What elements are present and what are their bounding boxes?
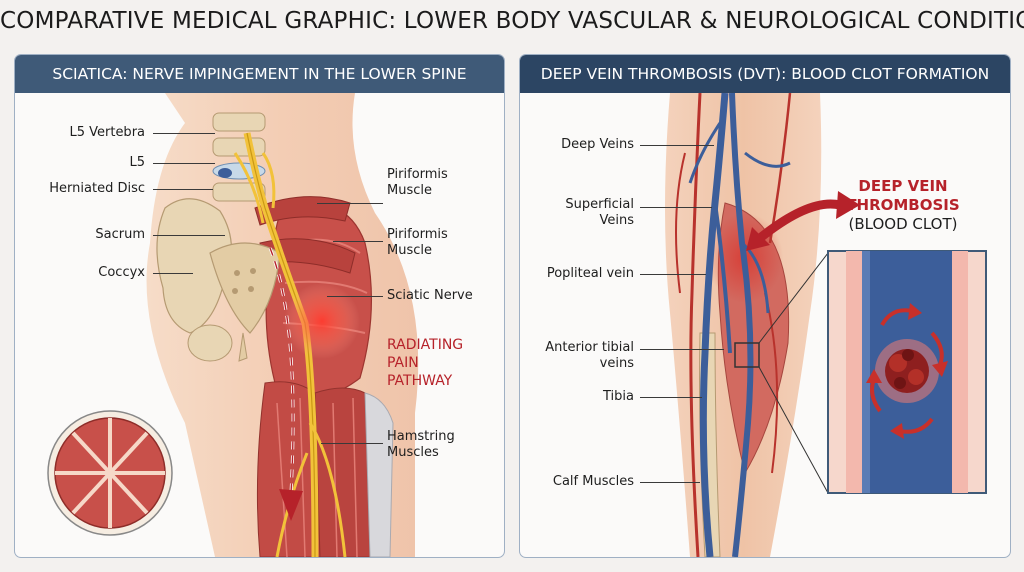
label-sciatic-nerve: Sciatic Nerve [387,288,473,303]
sacrum-bone [209,242,281,334]
vertebra-l5 [212,137,266,157]
label-calf-muscles: Calf Muscles [552,474,634,489]
flow-arrow-2 [930,331,944,366]
label-l5-vertebra: L5 Vertebra [69,125,145,140]
sciatica-panel: SCIATICA: NERVE IMPINGEMENT IN THE LOWER… [14,54,505,558]
ischium [187,324,233,362]
leader-piriformis-2 [333,241,383,243]
leader-coccyx [153,273,193,275]
disc-bulge [218,168,232,178]
sciatica-panel-header: SCIATICA: NERVE IMPINGEMENT IN THE LOWER… [15,55,504,93]
deep-vein-main [699,93,729,557]
leader-anterior-tibial-veins [640,349,724,351]
leader-herniated-disc [153,189,213,191]
dvt-panel: DEEP VEIN THROMBOSIS (DVT): BLOOD CLOT F… [519,54,1011,558]
highlight-box [734,342,760,368]
coccyx-bone [238,332,248,362]
callout-arrow [757,199,842,242]
label-l5: L5 [129,155,145,170]
dvt-illustration [665,93,987,557]
deep-vein-secondary [729,93,754,557]
leader-superficial-veins [640,207,712,209]
pain-hotspot [284,283,360,359]
leader-sciatic-nerve [327,296,383,298]
leader-popliteal-vein [640,274,706,276]
leader-l5 [153,163,215,165]
dvt-panel-header: DEEP VEIN THROMBOSIS (DVT): BLOOD CLOT F… [520,55,1010,93]
zoom-connector [758,252,829,494]
leader-tibia [640,397,702,399]
label-herniated-disc: Herniated Disc [49,181,145,196]
vertebra-upper [212,112,266,132]
leader-calf-muscles [640,482,700,484]
flow-arrow-1 [880,308,913,327]
pelvis-ilium [156,198,233,334]
label-sacrum: Sacrum [95,227,145,242]
flow-arrow-3 [899,417,934,434]
main-title: COMPARATIVE MEDICAL GRAPHIC: LOWER BODY … [0,8,1024,34]
label-coccyx: Coccyx [98,265,145,280]
label-deep-veins: Deep Veins [561,137,634,152]
sciatica-illustration [47,93,419,557]
leader-piriformis-1 [317,203,383,205]
pain-arrow-head [279,489,303,521]
dvt-callout-label: DEEP VEIN THROMBOSIS (BLOOD CLOT) [846,177,960,233]
artery-1 [689,93,702,557]
pain-pathway-arrow [269,247,294,494]
leader-sacrum [153,235,225,237]
label-tibia: Tibia [603,389,634,404]
leader-hamstring [321,443,383,445]
leader-deep-veins [640,145,714,147]
it-band [364,392,394,557]
leader-l5-vertebra [153,133,215,135]
label-popliteal-vein: Popliteal vein [546,266,634,281]
